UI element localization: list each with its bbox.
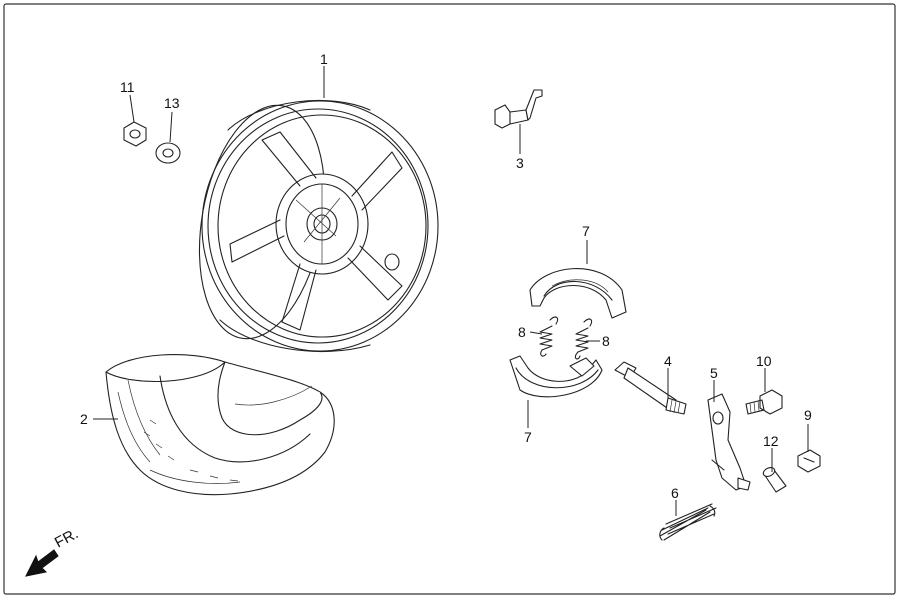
callout-8-right: 8 (602, 333, 610, 349)
brake-shoe-lower (509, 355, 603, 398)
washer (155, 142, 181, 164)
callout-6: 6 (671, 485, 679, 501)
callout-8-left: 8 (518, 324, 526, 340)
callout-10: 10 (756, 353, 772, 369)
callout-4: 4 (664, 353, 672, 369)
front-arrow-icon (25, 549, 59, 577)
callout-11: 11 (120, 79, 135, 95)
shoe-spring-left (539, 316, 559, 357)
callout-7-lower: 7 (524, 429, 532, 445)
brake-arm (707, 393, 751, 491)
axle-nut (123, 121, 147, 147)
rear-wheel-rim (198, 99, 439, 353)
callout-12: 12 (763, 433, 779, 449)
callout-1: 1 (320, 51, 328, 67)
brake-cam (614, 361, 687, 415)
callout-9: 9 (804, 407, 812, 423)
flange-bolt (745, 389, 783, 415)
tire (105, 354, 335, 496)
leader-lines (93, 66, 809, 516)
callout-7-upper: 7 (582, 223, 590, 239)
brake-shoe-upper (529, 268, 627, 319)
shoe-spring-right (574, 318, 593, 360)
arm-nut (797, 449, 821, 473)
diagram-frame (3, 3, 896, 595)
tire-valve (494, 89, 543, 129)
return-spring (659, 503, 717, 541)
callout-3: 3 (516, 155, 524, 171)
callout-13: 13 (164, 95, 180, 111)
callout-5: 5 (710, 365, 718, 381)
callout-2: 2 (80, 411, 88, 427)
